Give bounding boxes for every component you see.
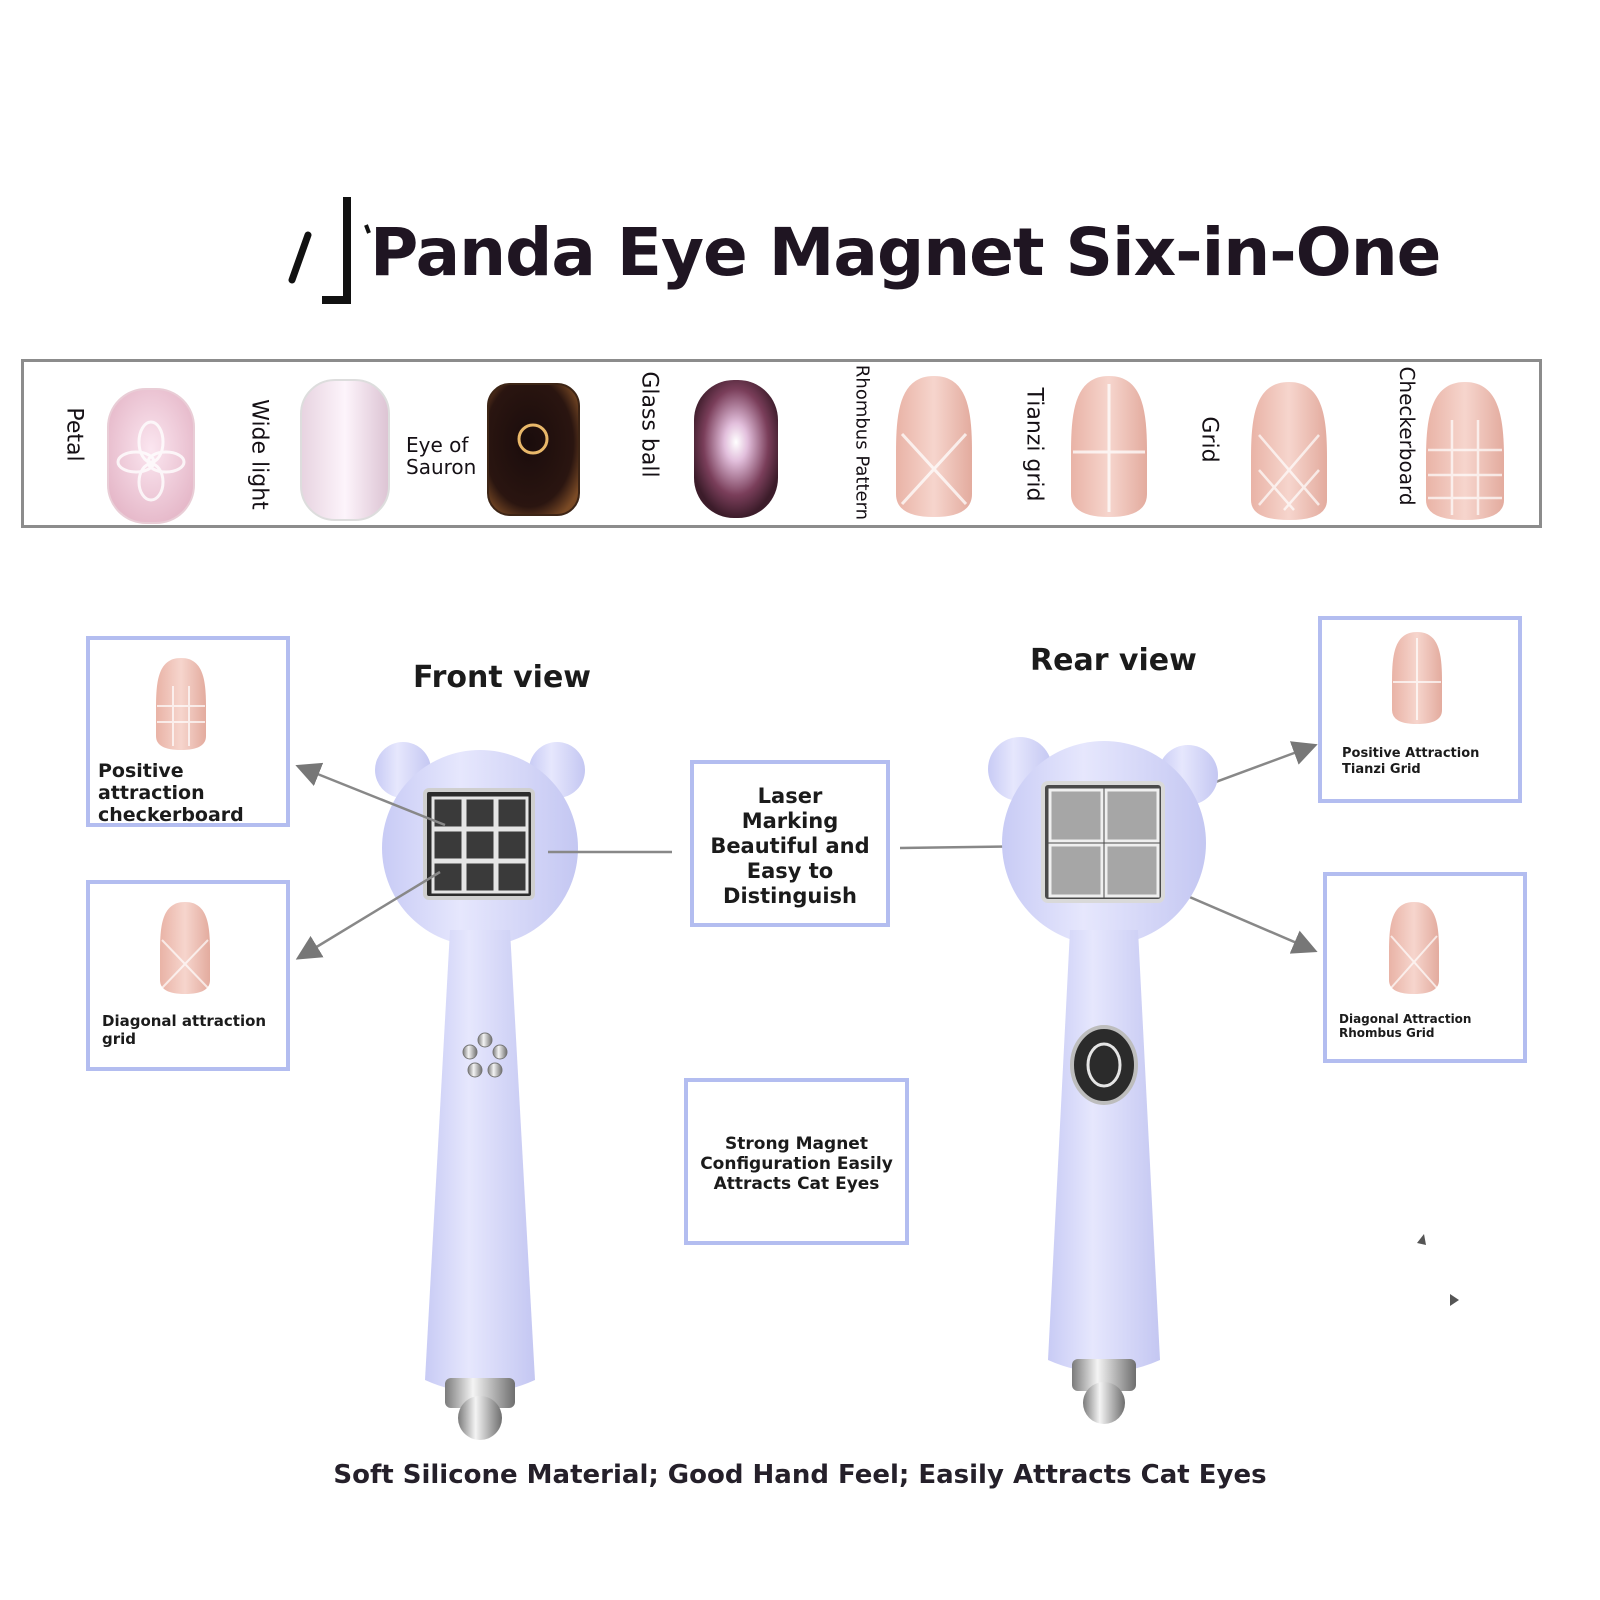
rear-top-callout-line2: Tianzi Grid [1342, 762, 1421, 777]
rhombus-grid-nail-thumb [1389, 902, 1439, 994]
page-title: Panda Eye Magnet Six-in-One [370, 214, 1441, 291]
front-magnet-tool [375, 742, 585, 1440]
magnet-line3: Attracts Cat Eyes [713, 1174, 880, 1194]
petal-nail-swatch [107, 388, 195, 524]
title-row: Panda Eye Magnet Six-in-One [288, 195, 1441, 310]
rear-bottom-callout-label: Diagonal Attraction Rhombus Grid [1339, 1012, 1471, 1040]
eye-of-sauron-line2: Sauron [406, 455, 477, 479]
rear-bottom-callout-line2: Rhombus Grid [1339, 1026, 1435, 1040]
glass-ball-nail-swatch [694, 380, 778, 518]
laser-marking-box: Laser Marking Beautiful and Easy to Dist… [690, 760, 890, 927]
small-arrow-icon [1450, 1294, 1459, 1306]
tianzi-grid-nail-swatch [1071, 376, 1147, 517]
front-bottom-callout-label: Diagonal attraction grid [102, 1012, 267, 1048]
rear-top-callout-box: Positive Attraction Tianzi Grid [1318, 616, 1522, 803]
laser-line5: Distinguish [723, 884, 857, 908]
effect-label-eye-of-sauron: Eye of Sauron [406, 434, 476, 478]
small-arrow-icon [1417, 1234, 1426, 1245]
front-top-callout-label: Positive attraction checkerboard [98, 760, 286, 826]
rear-top-callout-line1: Positive Attraction [1342, 746, 1480, 761]
diagonal-grid-nail-thumb [160, 902, 210, 994]
laser-line3: Beautiful and [710, 834, 870, 858]
checkerboard-nail-thumb [156, 658, 206, 750]
front-bottom-callout-box: Diagonal attraction grid [86, 880, 290, 1071]
front-top-callout-line2: checkerboard [98, 804, 244, 826]
laser-marking-text: Laser Marking Beautiful and Easy to Dist… [694, 784, 886, 909]
magnet-line1: Strong Magnet [725, 1134, 868, 1154]
front-top-callout-box: Positive attraction checkerboard [86, 636, 290, 827]
eye-of-sauron-nail-swatch [487, 383, 580, 516]
brand-logo-icon [288, 195, 371, 310]
front-top-callout-line1: Positive attraction [98, 760, 205, 804]
rear-view-title: Rear view [1030, 643, 1197, 678]
tianzi-grid-nail-thumb [1392, 632, 1442, 724]
strong-magnet-text: Strong Magnet Configuration Easily Attra… [688, 1134, 905, 1194]
strong-magnet-box: Strong Magnet Configuration Easily Attra… [684, 1078, 909, 1245]
wide-light-nail-swatch [300, 379, 390, 521]
rear-magnet-tool [988, 737, 1218, 1424]
rear-top-callout-label: Positive Attraction Tianzi Grid [1342, 746, 1479, 778]
laser-line4: Easy to [746, 859, 834, 883]
footer-tagline: Soft Silicone Material; Good Hand Feel; … [333, 1460, 1267, 1490]
effects-strip: Petal Wide light Eye of Sauron Glass bal… [21, 359, 1542, 528]
checkerboard-nail-swatch [1426, 382, 1504, 520]
grid-nail-swatch [1251, 382, 1327, 520]
laser-line1: Laser [757, 784, 823, 808]
eye-of-sauron-line1: Eye of [406, 433, 469, 457]
rhombus-pattern-nail-swatch [896, 376, 972, 517]
front-view-title: Front view [413, 660, 592, 695]
magnet-line2: Configuration Easily [700, 1154, 893, 1174]
laser-line2: Marking [741, 809, 839, 833]
rear-bottom-callout-box: Diagonal Attraction Rhombus Grid [1323, 872, 1527, 1063]
rear-bottom-callout-line1: Diagonal Attraction [1339, 1012, 1472, 1026]
